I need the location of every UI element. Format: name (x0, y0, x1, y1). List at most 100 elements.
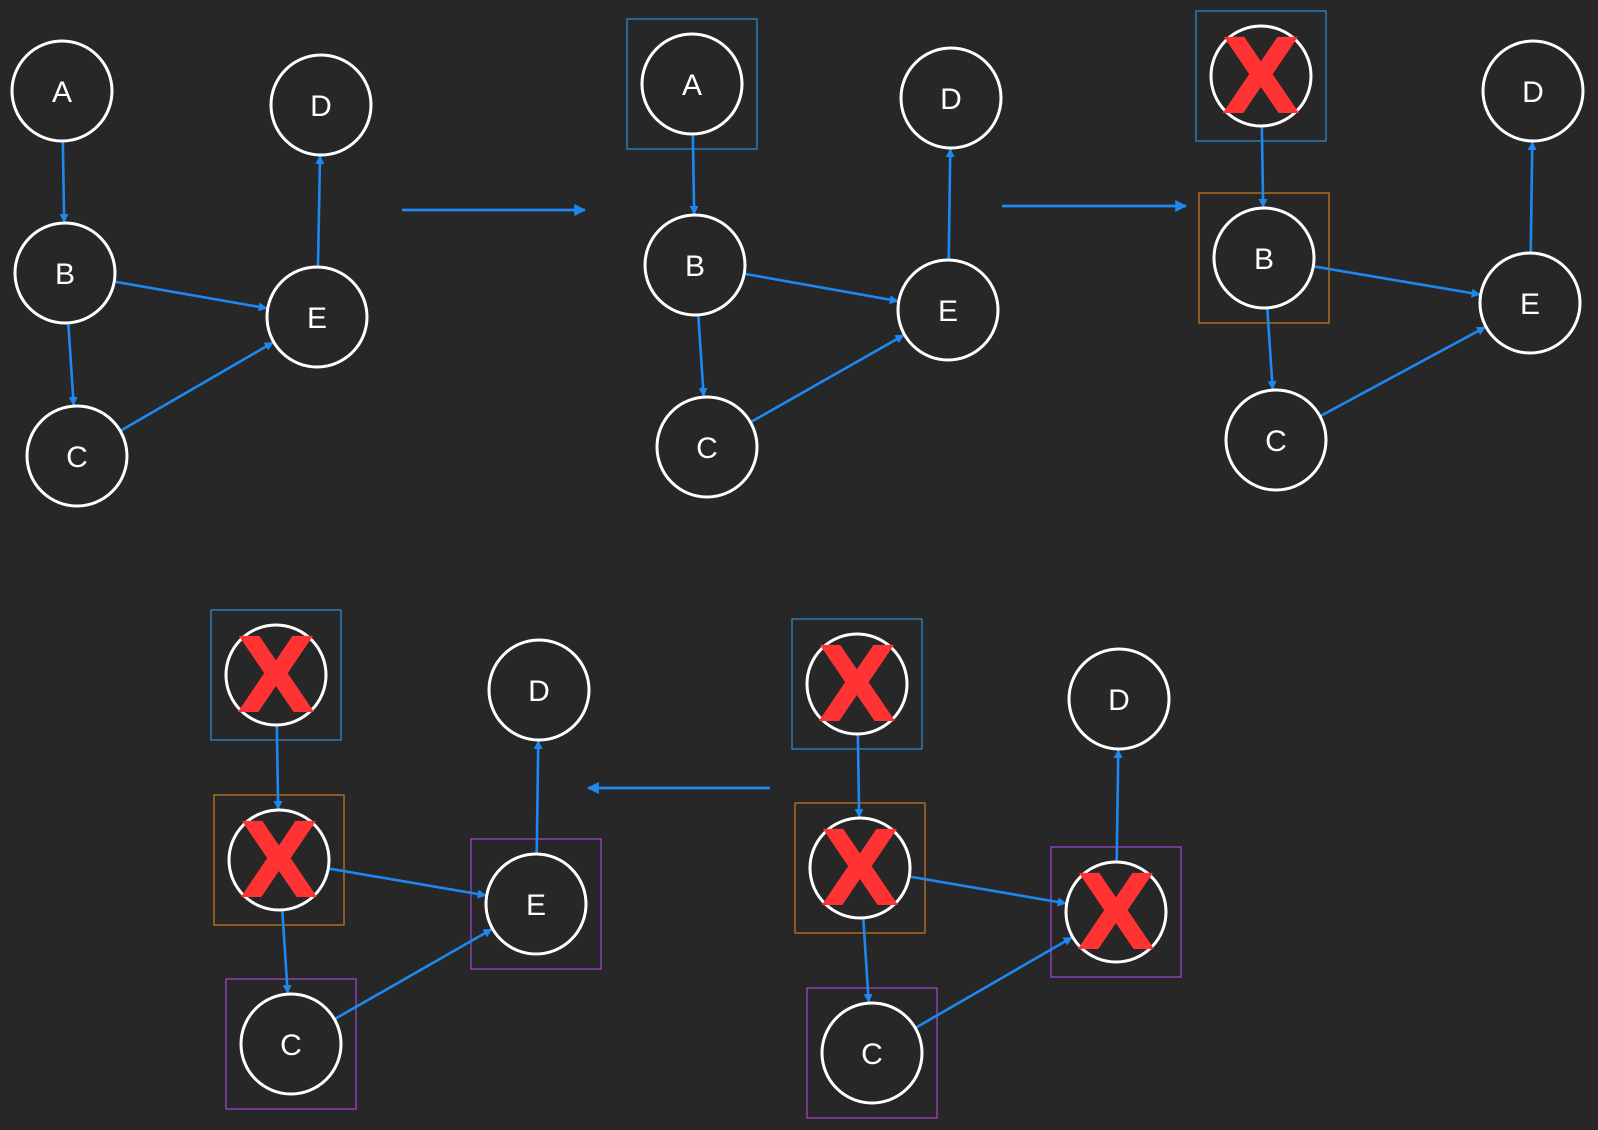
edge-c-e (749, 334, 905, 424)
node-d: D (899, 46, 1003, 150)
node-label: C (66, 441, 88, 474)
node-label: E (1520, 288, 1540, 321)
node-a: X (224, 615, 328, 737)
edge-b-e (1313, 265, 1481, 298)
node-c: C (820, 1001, 924, 1105)
node-circle (1478, 251, 1582, 355)
node-circle (25, 404, 129, 508)
node-b: B (13, 221, 117, 325)
node-circle (640, 32, 744, 136)
node-circle (655, 395, 759, 499)
node-circle (13, 221, 117, 325)
edge-a-b (854, 733, 864, 818)
node-circle (820, 1001, 924, 1105)
node-d: D (1067, 647, 1171, 751)
node-d: D (1481, 39, 1585, 143)
node-d: D (269, 53, 373, 157)
x-mark-icon: X (1076, 852, 1156, 974)
node-d: D (487, 638, 591, 742)
node-label: E (938, 295, 958, 328)
node-a: X (805, 624, 909, 746)
node-label: B (55, 258, 75, 291)
node-c: C (239, 992, 343, 1096)
node-circle (487, 638, 591, 742)
node-label: C (861, 1038, 883, 1071)
graph-stage-1: A B C D E (10, 39, 373, 508)
node-a: A (10, 39, 114, 143)
node-circle (239, 992, 343, 1096)
edge-c-e (333, 928, 493, 1021)
node-label: C (696, 432, 718, 465)
node-label: C (280, 1029, 302, 1062)
node-a: A (640, 32, 744, 136)
edge-e-d (1113, 749, 1123, 863)
node-e: E (265, 265, 369, 369)
node-circle (1064, 860, 1168, 964)
node-label: D (1108, 684, 1130, 717)
edge-e-d (533, 740, 543, 855)
node-c: C (25, 404, 129, 508)
node-label: B (1254, 243, 1274, 276)
node-circle (484, 852, 588, 956)
node-circle (1067, 647, 1171, 751)
x-mark-icon: X (239, 800, 319, 922)
node-circle (896, 258, 1000, 362)
edge-b-c (861, 917, 873, 1004)
selection-box-c (806, 987, 938, 1119)
node-label: D (940, 83, 962, 116)
node-label: D (528, 675, 550, 708)
node-label: E (307, 302, 327, 335)
node-circle (1212, 206, 1316, 310)
node-circle (899, 46, 1003, 150)
edge-b-e (743, 272, 899, 305)
graph-stage-2: A B C D E (626, 18, 1003, 499)
node-e: E (1478, 251, 1582, 355)
node-c: C (655, 395, 759, 499)
node-circle (805, 632, 909, 736)
edge-a-b (1258, 125, 1268, 208)
edge-c-e (1319, 326, 1486, 418)
edge-b-c (696, 314, 708, 398)
node-circle (808, 816, 912, 920)
node-label: A (682, 69, 702, 102)
edge-c-e (119, 341, 274, 433)
transition-arrows (402, 200, 1188, 794)
node-label: B (685, 250, 705, 283)
edge-a-b (273, 724, 283, 810)
edge-a-b (689, 133, 699, 215)
edge-b-e (328, 867, 487, 899)
node-circle (10, 39, 114, 143)
node-circle (643, 213, 747, 317)
x-mark-icon: X (820, 808, 900, 930)
node-circle (269, 53, 373, 157)
edge-b-c (280, 909, 292, 995)
edge-b-c (66, 322, 78, 407)
node-circle (1481, 39, 1585, 143)
node-label: C (1265, 425, 1287, 458)
edge-e-d (1527, 141, 1537, 254)
node-circle (1209, 24, 1313, 128)
graph-stage-3: X B C D E (1195, 10, 1585, 492)
node-a: X (1209, 16, 1313, 138)
edge-e-d (315, 155, 325, 268)
node-b: B (1212, 206, 1316, 310)
node-c: C (1224, 388, 1328, 492)
edge-b-e (909, 875, 1067, 907)
x-mark-icon: X (236, 615, 316, 737)
edge-b-c (1265, 307, 1277, 391)
edge-c-e (914, 936, 1073, 1030)
node-b: X (227, 800, 331, 922)
edge-b-e (114, 280, 268, 312)
edge-a-b (59, 140, 69, 223)
node-circle (265, 265, 369, 369)
node-circle (227, 808, 331, 912)
node-b: X (808, 808, 912, 930)
x-mark-icon: X (1221, 16, 1301, 138)
edge-e-d (945, 148, 955, 261)
node-label: D (1522, 76, 1544, 109)
